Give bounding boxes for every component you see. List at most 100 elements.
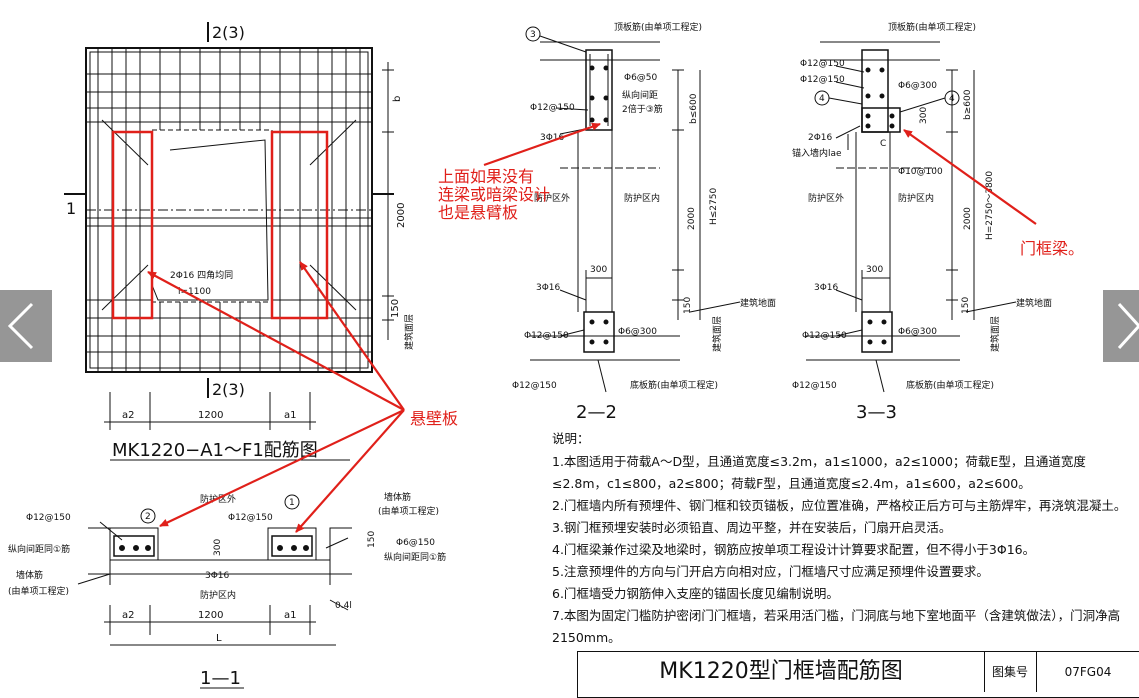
- sec33-label-7: 3Φ16: [814, 283, 839, 293]
- atlas-number-value: 07FG04: [1064, 665, 1112, 679]
- drawing-title: MK1220型门框墙配筋图: [578, 652, 985, 692]
- sec11-dim-300: 300: [213, 539, 223, 556]
- sec33-dim-b600: b≥600: [963, 89, 973, 120]
- sec33-floor-label: 建筑面层: [989, 316, 1001, 352]
- sec22-dim-b600: b≤600: [689, 93, 699, 124]
- sec22-outer: 防护区外: [534, 192, 570, 204]
- sec33-label-10: Φ12@150: [792, 381, 837, 391]
- section-3-3: [806, 41, 1017, 393]
- annotation-door-beam: 门框梁。: [1020, 239, 1085, 258]
- sec33-label-1: Φ12@150: [800, 59, 845, 69]
- sec11-label-10: 3Φ16: [205, 571, 230, 581]
- sec33-label-5: 锚入墙内lae: [792, 147, 842, 159]
- sec11-label-5: Φ12@150: [228, 513, 273, 523]
- sec11-dim-L: L: [216, 633, 222, 644]
- sec33-label-6: Φ10@100: [898, 167, 943, 177]
- annotation-line-2: 连梁或暗梁设计: [438, 185, 551, 204]
- sec22-dim-150: 150: [683, 297, 693, 314]
- prev-image-button[interactable]: [0, 290, 52, 362]
- sec11-dim-a2: a2: [122, 610, 135, 621]
- sec33-dim-2000: 2000: [963, 207, 973, 230]
- sec33-dim-300: 300: [919, 107, 929, 124]
- sec22-label-7: Φ12@150: [524, 331, 569, 341]
- sec11-circle-1: 1: [289, 498, 295, 508]
- sec11-circle-2: 2: [145, 512, 151, 522]
- sec33-outer: 防护区外: [808, 192, 844, 204]
- sec11-inner: 防护区内: [200, 589, 236, 601]
- next-image-button[interactable]: [1103, 290, 1139, 362]
- sec22-ground-label: 建筑地面: [740, 297, 776, 309]
- sec22-top-note: 顶板筋(由单项工程定): [614, 21, 702, 33]
- sec33-title: 3—3: [856, 402, 897, 423]
- note-line-6: 5.注意预埋件的方向与门开启方向相对应，门框墙尺寸应满足预埋件设置要求。: [552, 564, 989, 579]
- sec22-floor-label: 建筑面层: [711, 316, 723, 352]
- sec33-label-c: C: [880, 139, 886, 149]
- sec11-label-7: 纵向间距同①筋: [384, 551, 446, 563]
- sec22-label-5: 3Φ16: [540, 133, 565, 143]
- annotation-line-3: 也是悬臂板: [438, 203, 519, 222]
- sec33-ground-label: 建筑地面: [1016, 297, 1052, 309]
- sec11-label-1: Φ12@150: [26, 513, 71, 523]
- sec33-label-9: Φ6@300: [898, 327, 937, 337]
- annotation-arrows: [147, 122, 1037, 533]
- plan-rebar-note-1: 2Φ16 四角均同: [170, 269, 233, 281]
- sec11-label-3: 墙体筋: [16, 569, 43, 581]
- sec33-inner: 防护区内: [898, 192, 934, 204]
- sec11-label-6: Φ6@150: [396, 538, 435, 548]
- plan-dim-a2: a2: [122, 410, 135, 421]
- sec33-dim-150: 150: [961, 297, 971, 314]
- plan-dim-a1: a1: [284, 410, 297, 421]
- note-line-8: 7.本图为固定门槛防护密闭门门框墙，若采用活门槛，门洞底与地下室地面平（含建筑做…: [552, 608, 1121, 623]
- sec33-top-note: 顶板筋(由单项工程定): [888, 21, 976, 33]
- plan-dim-1200: 1200: [198, 410, 223, 421]
- notes-heading: 说明：: [552, 431, 590, 446]
- sec11-dim-04: 0.4l: [335, 601, 352, 611]
- note-line-9: 2150mm。: [552, 630, 621, 645]
- sec22-label-3: 2倍于③筋: [622, 103, 663, 115]
- note-line-3: 2.门框墙内所有预埋件、钢门框和铰页锚板，应位置准确，严格校正后方可与主筋焊牢，…: [552, 498, 1127, 513]
- note-line-1: 1.本图适用于荷载A～D型，且通道宽度≤3.2m，a1≤1000，a2≤1000…: [552, 454, 1086, 469]
- chevron-left-icon: [7, 302, 34, 350]
- sec33-label-8: Φ12@150: [802, 331, 847, 341]
- note-line-7: 6.门框墙受力钢筋伸入支座的锚固长度见编制说明。: [552, 586, 839, 601]
- plan-dim-2000: 2000: [396, 203, 407, 228]
- sec22-label-8: Φ6@300: [618, 327, 657, 337]
- sec22-bottom-note: 底板筋(由单项工程定): [630, 379, 718, 391]
- sec33-bottom-note: 底板筋(由单项工程定): [906, 379, 994, 391]
- note-line-4: 3.钢门框预埋安装时必须铅直、周边平整，并在安装后，门扇开启灵活。: [552, 520, 952, 535]
- sec22-label-2: 纵向间距: [622, 89, 658, 101]
- atlas-number-label: 图集号: [984, 652, 1037, 692]
- sec11-label-8: 墙体筋: [384, 491, 411, 503]
- note-line-5: 4.门框梁兼作过梁及地梁时，钢筋应按单项工程设计计算要求配置，但不得小于3Φ16…: [552, 542, 1036, 557]
- sec11-label-2: 纵向间距同①筋: [8, 543, 70, 555]
- annotation-line-1: 上面如果没有: [438, 167, 535, 186]
- sec22-label-9: Φ12@150: [512, 381, 557, 391]
- title-block: MK1220型门框墙配筋图 图集号 07FG04: [577, 651, 1139, 698]
- sec33-label-3: Φ6@300: [898, 81, 937, 91]
- sec22-title: 2—2: [576, 402, 617, 423]
- plan-dim-b: b: [392, 96, 403, 102]
- plan-rebar-note-2: l=1100: [178, 287, 211, 297]
- sec11-label-9: (由单项工程定): [378, 505, 439, 517]
- sec11-label-4: (由单项工程定): [8, 585, 69, 597]
- plan-title: MK1220−A1～F1配筋图: [112, 440, 318, 461]
- sec22-dim-H: H≤2750: [709, 188, 719, 225]
- plan-section-top-label: 2(3): [212, 23, 245, 42]
- sec22-inner: 防护区内: [624, 192, 660, 204]
- sec33-label-2: Φ12@150: [800, 75, 845, 85]
- annotation-cantilever-top: 上面如果没有 连梁或暗梁设计 也是悬臂板: [438, 168, 550, 222]
- sec22-label-6: 3Φ16: [536, 283, 561, 293]
- sec22-label-1: Φ6@50: [624, 73, 658, 83]
- chevron-right-icon: [1117, 302, 1139, 350]
- sec33-circle-4a: 4: [819, 94, 825, 104]
- section-1-1: [77, 494, 352, 689]
- sec11-dim-1200: 1200: [198, 610, 223, 621]
- note-line-2: ≤2.8m，c1≤800，a2≤800；荷载F型，且通道宽度≤2.4m，a1≤6…: [552, 476, 1031, 491]
- sec11-title: 1—1: [200, 668, 241, 689]
- sec11-dim-a1: a1: [284, 610, 297, 621]
- sec22-label-4: Φ12@150: [530, 103, 575, 113]
- plan-dim-150: 150: [390, 299, 401, 318]
- sec33-label-4: 2Φ16: [808, 133, 833, 143]
- sec33-dim-H: H=2750～3800: [985, 171, 995, 240]
